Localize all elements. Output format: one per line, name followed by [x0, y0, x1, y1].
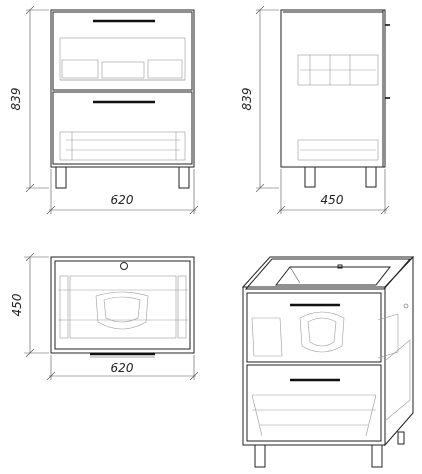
isometric-view	[241, 255, 415, 468]
top-width-dimension: 620	[46, 355, 199, 381]
side-height-label: 839	[240, 88, 254, 111]
front-width-dimension: 620	[46, 169, 199, 215]
top-depth-label: 450	[10, 293, 24, 316]
top-depth-dimension: 450	[10, 252, 49, 358]
front-view: 839 620	[9, 5, 199, 215]
front-width-label: 620	[111, 193, 134, 207]
top-view: 450 620	[10, 252, 199, 381]
side-depth-dimension: 450	[276, 169, 390, 215]
side-height-dimension: 839	[240, 5, 279, 193]
side-depth-label: 450	[321, 193, 344, 207]
front-height-dimension: 839	[9, 5, 49, 193]
top-width-label: 620	[111, 361, 134, 375]
side-view: 839 450	[240, 5, 390, 215]
front-height-label: 839	[9, 88, 23, 111]
